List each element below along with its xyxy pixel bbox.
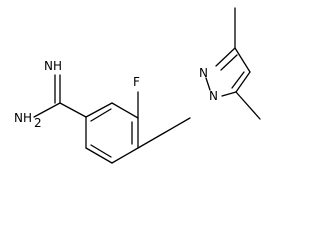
bond-ring-amidine-carbon [59,102,87,118]
bond-ring-ch2 [137,132,165,149]
pyrazole-n2-label: N [199,66,208,80]
bond-c4-c5 [111,147,139,164]
double-bond-n2-c3 [220,54,238,71]
bond-c4-c5 [235,71,251,93]
double-bond-c4-c5 [231,71,245,89]
bond-c5-c6 [85,147,113,164]
structure-drawing: NH NH 2 F N N [14,7,261,164]
bond-n1-n2 [205,77,211,91]
bond-c2-c3 [111,102,139,119]
double-bond-c1-c2 [90,108,112,122]
amine-nh-label: NH [14,111,32,125]
bond-c-nh2 [33,102,61,118]
molecule-canvas: NH NH 2 F N N [14,7,261,164]
bond-c5-methyl [235,91,261,120]
fluorine-label: F [133,75,140,89]
bond-c3-c4 [234,47,251,73]
bond-c1-c2 [85,102,113,118]
bond-ch2-n1 [163,117,191,134]
bond-n2-c3 [215,47,236,67]
benzene-ring [85,102,139,164]
imine-nh-label: NH [44,59,62,73]
amine-subscript-label: 2 [34,116,42,130]
pyrazole-n1-label: N [209,89,218,103]
methylene-linker [137,117,191,149]
bond-c5-n1 [221,91,237,97]
double-bond-c5-c6 [90,144,112,158]
amidine-group [33,74,87,118]
label-imine: NH [44,59,62,73]
label-amine: NH 2 [14,111,42,130]
pyrazole-ring [205,7,261,120]
